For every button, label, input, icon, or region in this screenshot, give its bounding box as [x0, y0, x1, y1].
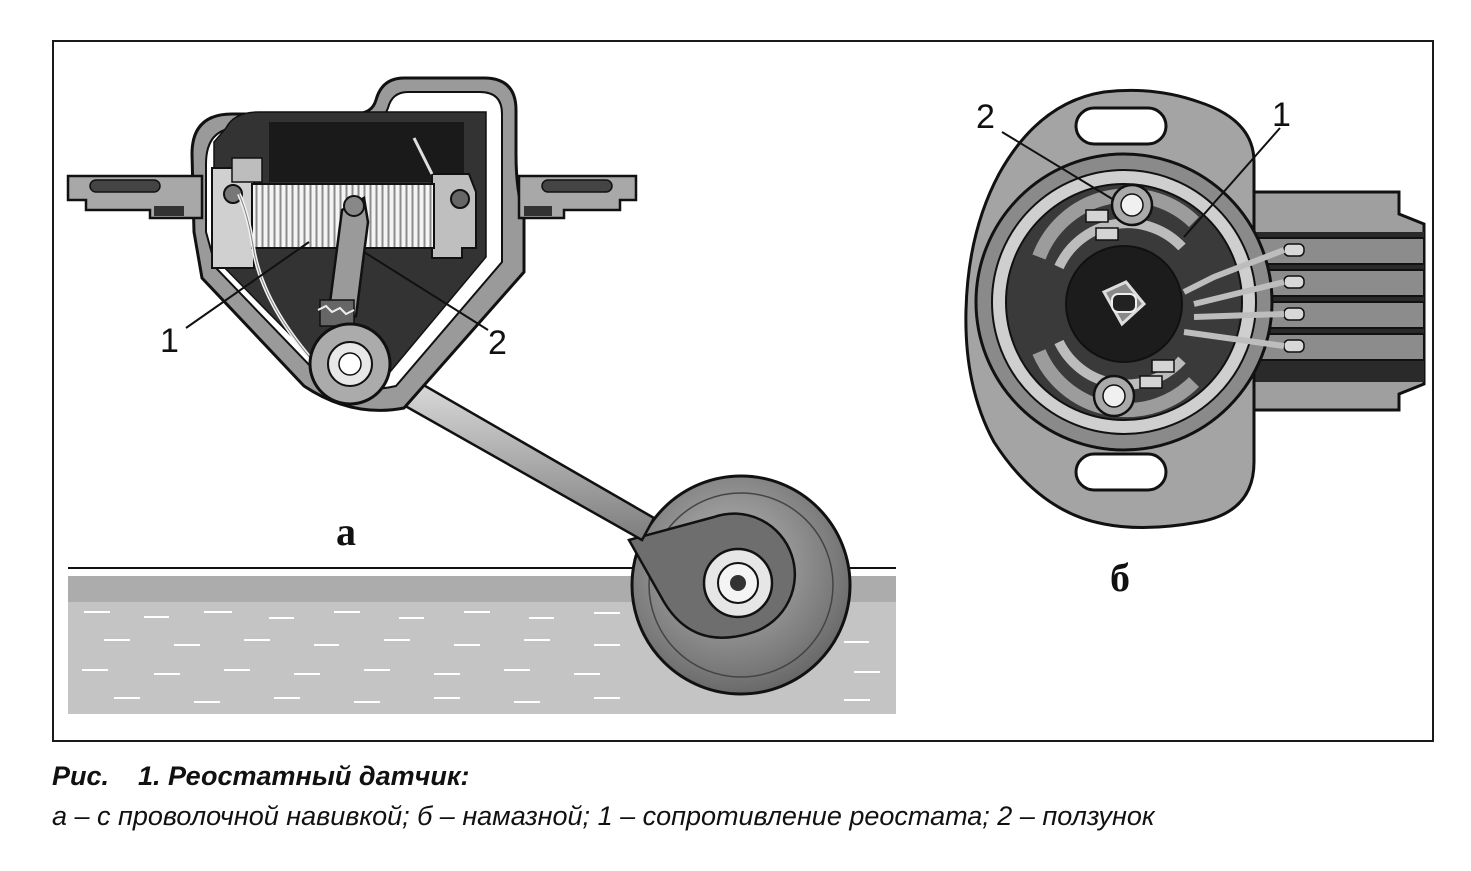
figure-caption: Рис. 1. Реостатный датчик: а – с проволоч…	[52, 756, 1452, 836]
float-lever	[382, 370, 656, 542]
panel-b-callout-1: 1	[1272, 96, 1291, 134]
caption-title-line: Рис. 1. Реостатный датчик:	[52, 756, 1452, 796]
slider-contacts	[1085, 183, 1175, 418]
slider-arm	[317, 195, 370, 328]
caption-description: а – с проволочной навивкой; б – намазной…	[52, 801, 1155, 831]
sensor-body	[964, 88, 1274, 530]
panel-b-label: б	[1110, 555, 1130, 600]
panel-a-callout-2: 2	[488, 324, 507, 362]
figure-frame: 1 2 а	[52, 40, 1434, 742]
panel-a-label: а	[336, 509, 356, 554]
panel-a-callout-1: 1	[160, 322, 179, 360]
conductive-traces	[1182, 247, 1286, 349]
caption-prefix: Рис.	[52, 761, 110, 791]
panel-b-callout-2: 2	[976, 98, 995, 136]
float	[627, 474, 852, 696]
figure-illustration: 1 2 а	[66, 76, 1426, 714]
lever-pivot	[308, 322, 392, 406]
caption-title: 1. Реостатный датчик:	[138, 761, 470, 791]
panel-b-callout-leaders	[1001, 127, 1281, 238]
panel-b-diagram: 2 1 б	[964, 88, 1426, 600]
panel-a-callout-leaders	[185, 241, 489, 331]
panel-a-diagram: 1 2 а	[66, 76, 896, 714]
